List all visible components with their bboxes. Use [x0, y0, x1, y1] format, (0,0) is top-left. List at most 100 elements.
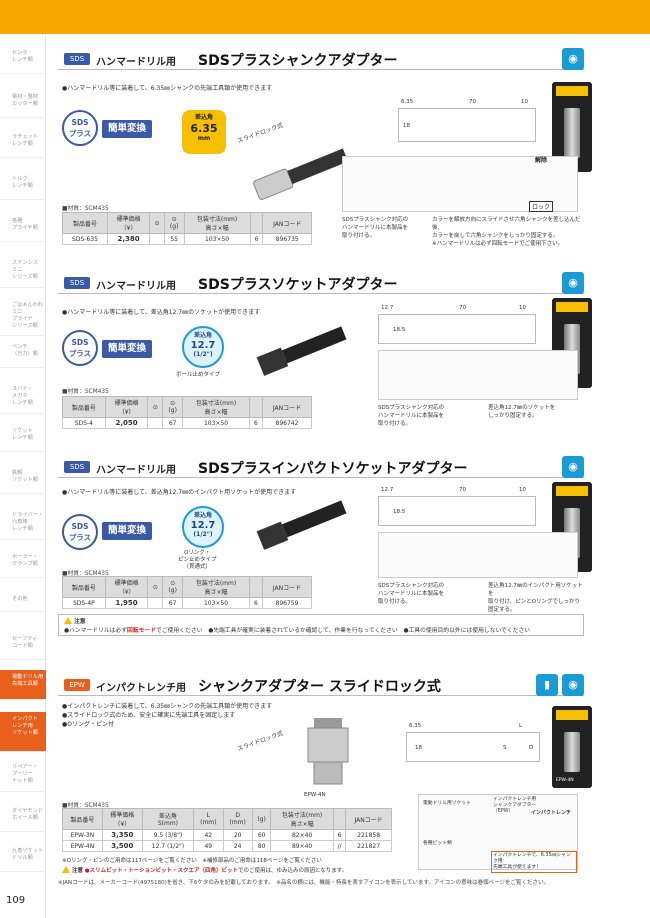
easy-convert-badge: 簡単変換	[102, 522, 153, 540]
section-header: SDS ハンマードリル用 SDSプラスソケットアダプター ◉	[58, 272, 584, 294]
usage-diagram: 電動ドリル用ソケット インパクトレンチ用 シャンクアダプター （EPW） インパ…	[418, 794, 578, 873]
section-header: EPW インパクトレンチ用 シャンクアダプター スライドロック式 ▮ ◉	[58, 674, 584, 696]
section-subtitle: ハンマードリル用	[96, 281, 176, 292]
spec-table: 製品番号 標準価格 （¥） ⊙ ⊙ (g) 包装寸法(mm) 高さ×幅 JANコ…	[62, 576, 313, 609]
easy-convert-badge: 簡単変換	[102, 340, 153, 358]
top-banner	[0, 0, 650, 34]
sidebar-item-active[interactable]: 電動ドリル用 先端工具類	[0, 670, 46, 700]
sidebar-item[interactable]: その他	[0, 592, 46, 612]
sidebar-item[interactable]: センタ レンチ類	[0, 46, 46, 74]
product-section-sds-635: SDS ハンマードリル用 SDSプラスシャンクアダプター ◉ ●ハンマードリル等…	[58, 48, 592, 248]
sidebar-item[interactable]: 鉄鋼 ソケット類	[0, 466, 46, 494]
dimension-drawing: 12.7 18.5 70 10	[378, 305, 536, 344]
section-subtitle: インパクトレンチ用	[96, 683, 186, 694]
table-row: EPW-4N 3,500 12.7 (1/2") 49 24 80 89×40 …	[62, 840, 392, 852]
section-title: SDSプラスインパクトソケットアダプター	[198, 461, 468, 477]
epw-caution: 注意 ●スリムビット・トーションビット・スクエア（四角）ビットでのご使用は、ゆみ…	[62, 866, 347, 874]
description: ●ハンマードリル等に装着して、差込角12.7㎜のソケットが使用できます	[62, 309, 261, 316]
feature-icon: ◉	[562, 48, 584, 70]
description: ●ハンマードリル等に装着して、差込角12.7㎜のインパクト用ソケットが使用できま…	[62, 489, 297, 496]
page-number: 109	[6, 895, 26, 906]
section-header: SDS ハンマードリル用 SDSプラスシャンクアダプター ◉	[58, 48, 584, 70]
description: ●ハンマードリル等に装着して、6.35㎜シャンクの先端工具類が使用できます	[62, 85, 273, 92]
product-section-sds-4: SDS ハンマードリル用 SDSプラスソケットアダプター ◉ ●ハンマードリル等…	[58, 272, 592, 442]
slide-lock-label: スライドロック式	[236, 729, 285, 753]
sds-plus-badge: SDS プラス	[62, 514, 98, 550]
section-title: SDSプラスソケットアダプター	[198, 277, 398, 293]
impact-icon: ▮	[536, 674, 558, 696]
material-label: ■材質：SCM435	[62, 571, 109, 577]
material-label: ■材質：SCM435	[62, 803, 109, 809]
spec-table: 製品番号 標準価格 （¥） ⊙ ⊙ (g) 包装寸法(mm) 高さ×幅 JANコ…	[62, 212, 312, 245]
product-label: EPW-4N	[304, 792, 326, 798]
sidebar-item[interactable]: ごはぁんわれ ミニ プライヤ シリーズ類	[0, 298, 46, 336]
ball-lock-label: ボール止めタイプ	[176, 372, 221, 378]
sidebar-item[interactable]: ラチェット レンチ類	[0, 130, 46, 158]
step2-caption: 差込角12.7㎜のインパクト用ソケットを 取り付け、ピンとOリングでしっかり固定…	[488, 583, 583, 613]
feature-icon: ◉	[562, 456, 584, 478]
parts-note: ※Oリング・ピンのご用命は117ページをご覧ください ※補修部品のご用命は118…	[62, 858, 322, 864]
sidebar-item[interactable]: 九角ソケット ドリル類	[0, 844, 46, 872]
sidebar-item[interactable]: ダイヤモンド ホイール類	[0, 804, 46, 832]
product-image	[256, 326, 347, 376]
category-tag: EPW	[64, 679, 90, 691]
step2-caption: カラーを解放方向にスライドさせ六角シャンクを差し込んだ後、 カラーを戻して六角シ…	[432, 217, 581, 247]
easy-convert-badge: 簡単変換	[102, 120, 153, 138]
usage-diagram	[378, 532, 578, 578]
warning-icon	[64, 617, 72, 624]
sds-plus-badge: SDS プラス	[62, 110, 98, 146]
step1-caption: SDSプラスシャンク対応の ハンマードリルに本製品を 取り付ける。	[378, 405, 445, 427]
spec-table: 製品番号 標準価格 （¥） ⊙ ⊙ (g) 包装寸法(mm) 高さ×幅 JANコ…	[62, 396, 313, 429]
caution-box: 注意 ●ハンマードリルは必ず回転モードでご使用ください ●先端工具が確実に装着さ…	[58, 614, 584, 636]
sidebar-item[interactable]: ベンチ （万力）類	[0, 340, 46, 368]
section-header: SDS ハンマードリル用 SDSプラスインパクトソケットアダプター ◉	[58, 456, 584, 478]
step1-caption: SDSプラスシャンク対応の ハンマードリルに本製品を 取り付ける。	[342, 217, 409, 239]
table-row: SDS-4 2,050 67 103×50 6 896742	[62, 417, 313, 429]
sidebar-item[interactable]: セーフティ コード類	[0, 632, 46, 660]
sidebar-item[interactable]: スパナ・ メガネ レンチ類	[0, 382, 46, 414]
step2-caption: 差込角12.7㎜のソケットを しっかり固定する。	[488, 405, 556, 419]
footer-note: ※JANコードは、メーカーコード(4975180)を省き、下6ケタのみを記載して…	[58, 880, 550, 886]
sds-plus-badge: SDS プラス	[62, 330, 98, 366]
size-badge: 差込角 12.7 (1/2")	[182, 506, 224, 548]
table-row: SDS-635 2,380 55 103×50 6 896735	[62, 233, 312, 245]
table-row: SDS-4P 1,950 67 103×50 6 896759	[62, 597, 313, 609]
spec-table: 製品番号 標準価格 （¥） 差込角 S(mm) L (mm) D (mm) (g…	[62, 808, 392, 852]
section-title: SDSプラスシャンクアダプター	[198, 53, 398, 69]
sidebar-item[interactable]: トルク レンチ類	[0, 172, 46, 200]
size-badge: 差込角 6.35 mm	[182, 110, 226, 154]
dimension-drawing: 6.35 18 70 10	[398, 99, 536, 142]
product-image	[253, 148, 349, 200]
sidebar-item[interactable]: リペアー・ プーリー ナット類	[0, 760, 46, 792]
material-label: ■材質：SCM435	[62, 389, 109, 395]
usage-diagram: 解除 ロック	[342, 156, 578, 212]
dimension-drawing: 6.35 18 L S D	[406, 723, 540, 762]
material-label: ■材質：SCM435	[62, 206, 109, 212]
feature-icon: ◉	[562, 674, 584, 696]
category-tag: SDS	[64, 277, 90, 289]
product-image	[307, 718, 349, 785]
sidebar-item-active[interactable]: インパクト レンチ用 ソケット類	[0, 712, 46, 752]
category-tag: SDS	[64, 53, 90, 65]
section-title: シャンクアダプター スライドロック式	[198, 679, 441, 695]
sidebar-item[interactable]: ステンレス ミニ シリーズ類	[0, 256, 46, 288]
product-image	[256, 500, 347, 550]
sidebar: センタ レンチ類 電材・整材 カッター類 ラチェット レンチ類 トルク レンチ類…	[0, 34, 46, 918]
section-subtitle: ハンマードリル用	[96, 465, 176, 476]
description: ●インパクトレンチに装着して、6.35㎜シャンクの先端工具類が使用できます ●ス…	[62, 703, 273, 728]
sidebar-item[interactable]: ドライバー・ 六角棒 レンチ類	[0, 508, 46, 540]
usage-diagram	[378, 350, 578, 400]
step1-caption: SDSプラスシャンク対応の ハンマードリルに本製品を 取り付ける。	[378, 583, 445, 605]
category-tag: SDS	[64, 461, 90, 473]
package-image: EPW-4N	[552, 706, 592, 788]
table-row: EPW-3N 3,350 9.5 (3/8") 42 20 60 82×40 6…	[62, 829, 392, 841]
sidebar-item[interactable]: ボーラー・ クランプ類	[0, 550, 46, 578]
dimension-drawing: 12.7 18.5 70 10	[378, 487, 536, 526]
o-ring-pin-label: Oリング・ ピン止めタイプ （貫通式）	[178, 550, 217, 570]
sidebar-item[interactable]: ソケット レンチ類	[0, 424, 46, 452]
product-section-epw: EPW インパクトレンチ用 シャンクアダプター スライドロック式 ▮ ◉ ●イン…	[58, 674, 592, 874]
warning-icon	[62, 866, 70, 873]
sidebar-item[interactable]: 各種 プライヤ類	[0, 214, 46, 242]
sidebar-item[interactable]: 電材・整材 カッター類	[0, 90, 46, 118]
feature-icon: ◉	[562, 272, 584, 294]
